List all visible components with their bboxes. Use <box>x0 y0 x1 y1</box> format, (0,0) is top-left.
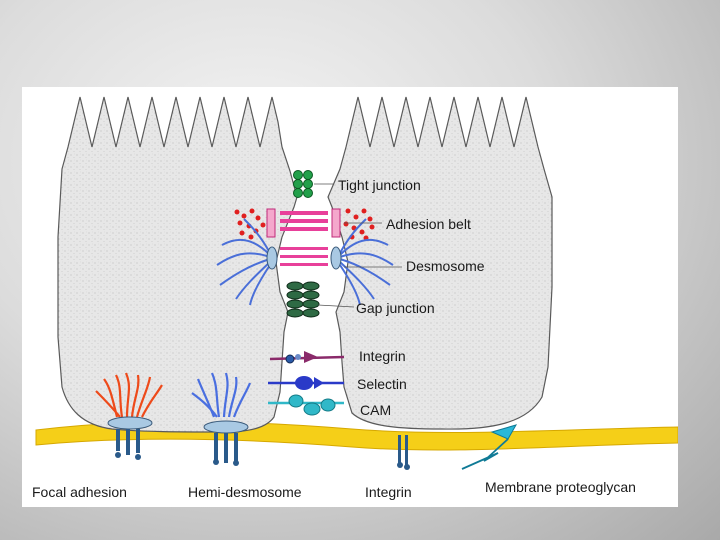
label-selectin: Selectin <box>357 376 407 392</box>
right-cell <box>327 96 553 430</box>
membrane-proteoglycan <box>461 424 518 470</box>
adhesion-belt <box>234 208 375 241</box>
label-focal-adhesion: Focal adhesion <box>32 484 127 500</box>
hemi-desmosome <box>191 372 252 466</box>
cell-junctions-diagram: Tight junction Adhesion belt Desmosome G… <box>32 96 678 500</box>
desmosome <box>216 218 394 306</box>
cam <box>268 394 344 416</box>
label-tight-junction: Tight junction <box>338 177 421 193</box>
focal-adhesion <box>95 372 163 460</box>
label-gap-junction: Gap junction <box>356 300 435 316</box>
selectin <box>268 376 344 390</box>
label-adhesion-belt: Adhesion belt <box>386 216 471 232</box>
lateral-integrin <box>269 351 345 364</box>
gap-junction <box>286 281 320 318</box>
label-cam: CAM <box>360 402 391 418</box>
slide-panel: Tight junction Adhesion belt Desmosome G… <box>22 87 678 507</box>
basal-integrin <box>397 435 410 470</box>
label-integrin-basal: Integrin <box>365 484 412 500</box>
tight-junction <box>293 170 313 198</box>
label-hemi-desmosome: Hemi-desmosome <box>188 484 302 500</box>
label-membrane-proteoglycan: Membrane proteoglycan <box>485 479 636 495</box>
label-pointers <box>314 183 402 308</box>
label-desmosome: Desmosome <box>406 258 485 274</box>
left-cell <box>57 96 298 433</box>
label-integrin-lateral: Integrin <box>359 348 406 364</box>
